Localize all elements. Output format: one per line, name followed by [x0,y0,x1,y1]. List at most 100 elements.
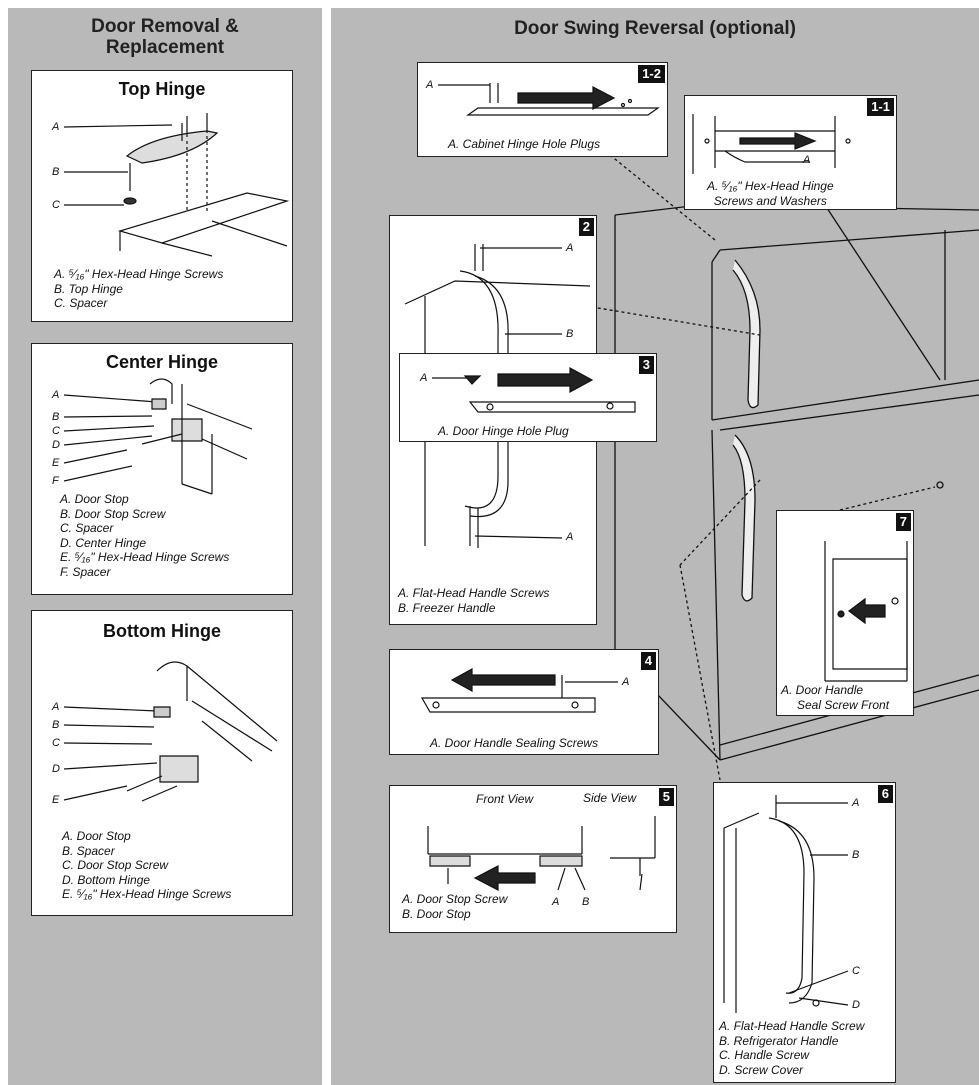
step-7-illustration [777,511,915,717]
caption: C. Spacer [60,521,114,535]
top-hinge-illustration [32,71,294,323]
step-3-badge: 3 [638,356,654,374]
step-6-label-d: D [852,999,860,1011]
right-column-title: Door Swing Reversal (optional) [514,18,796,39]
caption: C. Handle Screw [719,1048,810,1062]
caption: A. Door Stop Screw [402,892,508,906]
step-3-caption: A. Door Hinge Hole Plug [438,424,569,438]
step-3-panel: 3 A A. Door Hinge Hole Plug [399,353,657,442]
caption: B. Freezer Handle [398,600,496,615]
step-1-1-label-a: A [803,154,811,166]
step-4-caption: A. Door Handle Sealing Screws [430,736,599,750]
step-3-label-a: A [420,372,428,384]
top-hinge-captions: A. ⁵⁄₁₆" Hex-Head Hinge Screws B. Top Hi… [54,267,223,311]
step-6-badge: 6 [877,785,893,803]
caption: A. ⁵⁄₁₆" Hex-Head Hinge Screws [54,267,224,281]
center-hinge-label-c: C [52,425,60,437]
step-4-badge: 4 [640,652,656,670]
step-1-2-badge: 1-2 [638,65,665,83]
step-5-side-view: Side View [583,791,637,805]
step-5-label-b: B [582,896,590,908]
center-hinge-illustration [32,344,294,596]
top-hinge-panel: Top Hinge A B C A. ⁵⁄₁₆" Hex-Head Hinge … [31,70,293,322]
center-hinge-panel: Center Hinge A B C D E F A. Door Stop B.… [31,343,293,595]
top-hinge-title: Top Hinge [118,79,206,99]
step-5-label-a: A [552,896,560,908]
step-6-captions: A. Flat-Head Handle Screw B. Refrigerato… [719,1019,864,1077]
step-6-label-a: A [852,797,860,809]
center-hinge-label-a: A [52,389,60,401]
center-hinge-title: Center Hinge [105,352,219,372]
step-1-2-illustration [418,63,669,158]
step-6-panel: 6 A B C D A. Flat-Head Handle Screw B. R… [713,782,896,1083]
caption: Screws and Washers [713,193,827,208]
bottom-hinge-captions: A. Door Stop B. Spacer C. Door Stop Scre… [62,829,231,902]
caption: B. Door Stop Screw [60,506,166,521]
bottom-hinge-title: Bottom Hinge [103,621,221,641]
step-4-illustration [390,650,660,756]
caption: A. Flat-Head Handle Screws [398,586,550,600]
center-hinge-label-e: E [52,457,60,469]
caption: B. Top Hinge [54,281,123,296]
top-hinge-label-b: B [52,166,60,178]
caption: A. Flat-Head Handle Screw [719,1019,865,1033]
bottom-hinge-label-d: D [52,763,60,775]
caption: D. Bottom Hinge [62,872,151,887]
caption: F. Spacer [60,564,111,579]
caption: B. Refrigerator Handle [719,1033,839,1048]
step-5-illustration [390,786,678,934]
step-5-front-view: Front View [476,792,534,806]
step-2-captions: A. Flat-Head Handle Screws B. Freezer Ha… [398,586,549,615]
step-2-label-a-bottom: A [566,531,574,543]
step-1-1-panel: 1-1 A A. ⁵⁄₁₆" Hex-Head Hinge Screws and… [684,95,897,210]
caption: A. ⁵⁄₁₆" Hex-Head Hinge [707,179,834,193]
left-title-line1: Door Removal & [91,16,239,37]
step-4-label-a: A [622,676,630,688]
caption: D. Center Hinge [60,535,147,550]
left-column-title: Door Removal & Replacement [8,16,322,58]
step-1-1-badge: 1-1 [867,98,894,116]
bottom-hinge-label-a: A [52,701,60,713]
bottom-hinge-panel: Bottom Hinge A B C D E A. Door Stop B. S… [31,610,293,916]
step-5-badge: 5 [658,788,674,806]
step-1-2-label-a: A [426,79,434,91]
caption: B. Spacer [62,843,115,858]
left-title-line2: Replacement [105,37,225,58]
center-hinge-label-b: B [52,411,60,423]
bottom-hinge-label-e: E [52,794,60,806]
center-hinge-label-d: D [52,439,60,451]
step-2-badge: 2 [578,218,594,236]
step-5-panel: 5 Front View Side View A B A. Door Stop … [389,785,677,933]
step-7-badge: 7 [895,513,911,531]
caption: A. Door Handle [781,683,864,697]
caption: D. Screw Cover [719,1062,804,1077]
step-1-2-panel: 1-2 A A. Cabinet Hinge Hole Plugs [417,62,668,157]
caption: C. Spacer [54,296,108,310]
top-hinge-label-a: A [52,121,60,133]
caption: A. Door Stop [60,492,129,506]
step-7-captions: A. Door Handle Seal Screw Front [781,683,889,712]
step-4-panel: 4 A A. Door Handle Sealing Screws [389,649,659,755]
caption: Seal Screw Front [797,697,890,712]
step-2-label-b: B [566,328,574,340]
step-3-illustration [400,354,658,443]
step-6-label-c: C [852,965,860,977]
bottom-hinge-label-c: C [52,737,60,749]
step-5-captions: A. Door Stop Screw B. Door Stop [402,892,507,921]
top-hinge-label-c: C [52,199,60,211]
center-hinge-label-f: F [52,475,59,487]
caption: E. ⁵⁄₁₆" Hex-Head Hinge Screws [62,887,232,901]
caption: C. Door Stop Screw [62,858,169,872]
step-6-illustration [714,783,897,1084]
caption: E. ⁵⁄₁₆" Hex-Head Hinge Screws [60,550,230,564]
step-7-panel: 7 A. Door Handle Seal Screw Front [776,510,914,716]
step-1-2-caption: A. Cabinet Hinge Hole Plugs [448,137,601,151]
step-1-1-captions: A. ⁵⁄₁₆" Hex-Head Hinge Screws and Washe… [707,179,834,208]
step-1-1-illustration [685,96,898,211]
caption: A. Door Stop [62,829,131,843]
caption: B. Door Stop [402,906,471,921]
step-6-label-b: B [852,849,860,861]
step-2-label-a-top: A [566,242,574,254]
center-hinge-captions: A. Door Stop B. Door Stop Screw C. Space… [60,492,229,579]
bottom-hinge-label-b: B [52,719,60,731]
